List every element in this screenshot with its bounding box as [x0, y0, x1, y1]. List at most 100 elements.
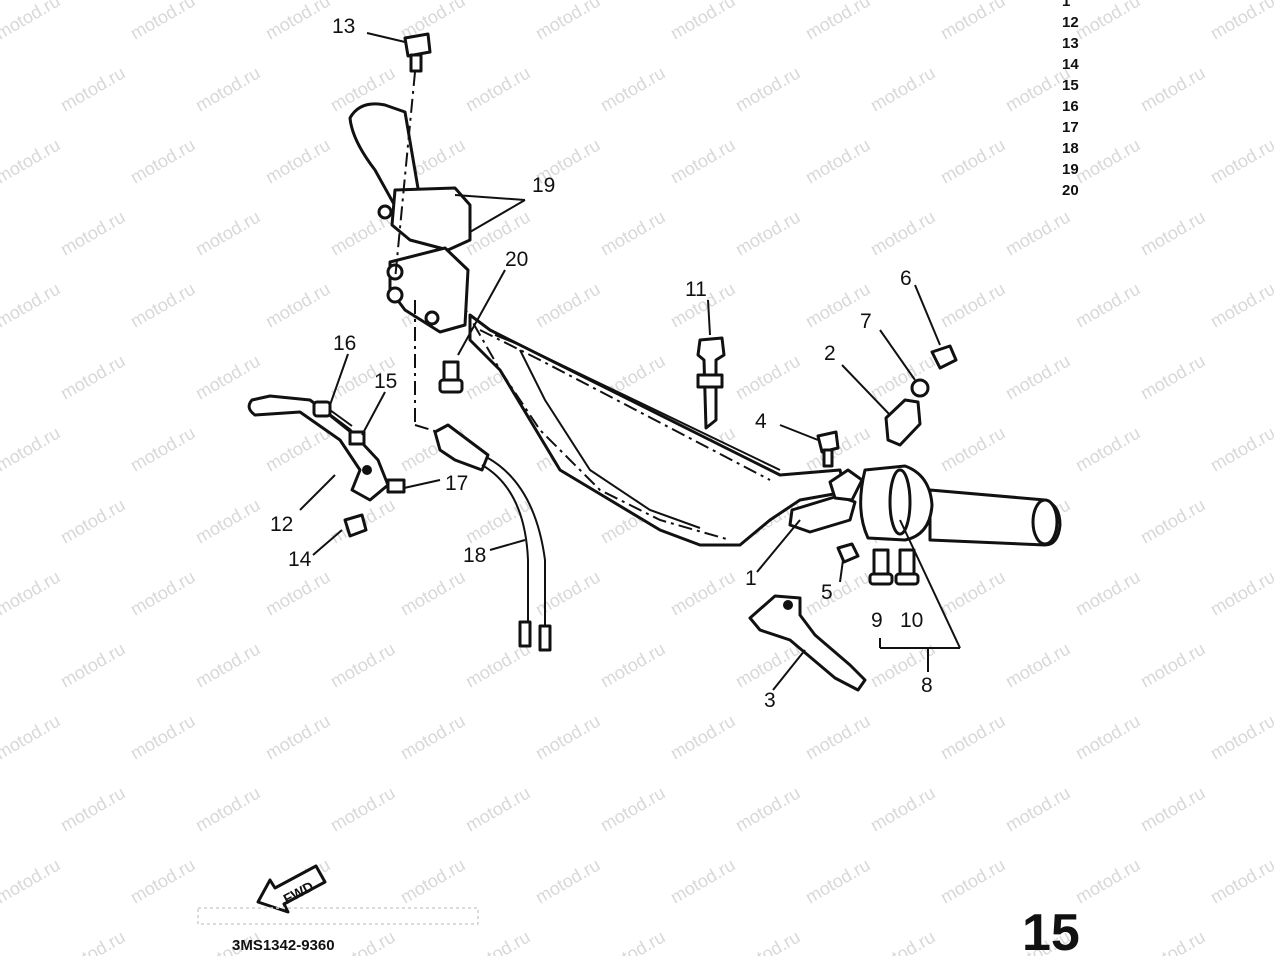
- watermark-text: motod.ru: [937, 423, 1009, 476]
- watermark-text: motod.ru: [1207, 423, 1274, 476]
- watermark-text: motod.ru: [1072, 279, 1144, 332]
- watermark-text: motod.ru: [1002, 783, 1074, 836]
- watermark-text: motod.ru: [1207, 279, 1274, 332]
- watermark-text: motod.ru: [597, 783, 669, 836]
- watermark-text: motod.ru: [327, 783, 399, 836]
- watermark-text: motod.ru: [802, 135, 874, 188]
- reference-number: 3MS1342-9360: [232, 937, 335, 954]
- watermark-text: motod.ru: [1207, 0, 1274, 43]
- side-list-item: 18: [1062, 140, 1079, 157]
- nut-15: [348, 430, 366, 446]
- callout-5: 5: [821, 581, 833, 604]
- watermark-text: motod.ru: [937, 567, 1009, 620]
- watermark-text: motod.ru: [327, 639, 399, 692]
- watermark-text: motod.ru: [1072, 423, 1144, 476]
- nut-5: [836, 542, 860, 564]
- watermark-text: motod.ru: [732, 207, 804, 260]
- callout-14: 14: [288, 548, 312, 571]
- watermark-text: motod.ru: [57, 639, 129, 692]
- watermark-text: motod.ru: [1137, 495, 1209, 548]
- watermark-text: motod.ru: [192, 351, 264, 404]
- watermark-text: motod.ru: [127, 423, 199, 476]
- watermark-text: motod.ru: [1002, 639, 1074, 692]
- watermark-text: motod.ru: [1137, 639, 1209, 692]
- holder-2: [884, 398, 922, 447]
- watermark-text: motod.ru: [732, 927, 804, 956]
- side-list-item: 17: [1062, 119, 1079, 136]
- watermark-text: motod.ru: [532, 711, 604, 764]
- watermark-text: motod.ru: [1137, 927, 1209, 956]
- side-list-item: 12: [1062, 14, 1079, 31]
- callout-20: 20: [505, 248, 528, 271]
- side-list-item: 20: [1062, 182, 1079, 199]
- side-list-item: 15: [1062, 77, 1079, 94]
- watermark-text: motod.ru: [802, 711, 874, 764]
- watermark-text: motod.ru: [937, 0, 1009, 43]
- watermark-text: motod.ru: [262, 0, 334, 43]
- watermark-text: motod.ru: [597, 207, 669, 260]
- watermark-text: motod.ru: [127, 0, 199, 43]
- watermark-text: motod.ru: [937, 135, 1009, 188]
- watermark-text: motod.ru: [667, 567, 739, 620]
- watermark-text: motod.ru: [262, 135, 334, 188]
- watermark-text: motod.ru: [532, 279, 604, 332]
- watermark-text: motod.ru: [667, 855, 739, 908]
- watermark-text: motod.ru: [262, 279, 334, 332]
- watermark-text: motod.ru: [867, 63, 939, 116]
- side-list-item: 19: [1062, 161, 1079, 178]
- watermark-text: motod.ru: [1072, 135, 1144, 188]
- page-number: 15: [1022, 904, 1080, 956]
- watermark-text: motod.ru: [1207, 711, 1274, 764]
- watermark-text: motod.ru: [1072, 567, 1144, 620]
- watermark-text: motod.ru: [867, 351, 939, 404]
- callout-7: 7: [860, 310, 872, 333]
- watermark-text: motod.ru: [0, 0, 64, 43]
- bolt-16: [312, 400, 353, 433]
- callout-4: 4: [755, 410, 767, 433]
- watermark-text: motod.ru: [667, 135, 739, 188]
- screw-17: [386, 478, 406, 494]
- side-list-item: 16: [1062, 98, 1079, 115]
- callout-16: 16: [333, 332, 356, 355]
- watermark-text: motod.ru: [532, 567, 604, 620]
- watermark-text: motod.ru: [127, 711, 199, 764]
- watermark-text: motod.ru: [867, 783, 939, 836]
- watermark-text: motod.ru: [1137, 783, 1209, 836]
- bolt-4: [816, 430, 840, 468]
- watermark-text: motod.ru: [192, 63, 264, 116]
- left-grip-switch: [348, 102, 472, 334]
- callout-9: 9: [871, 609, 883, 632]
- callout-labels: 13 19 20 11 6 7 2 4 16 15 17 12 14 18 1 …: [270, 15, 933, 712]
- watermark-text: motod.ru: [532, 0, 604, 43]
- watermark-text: motod.ru: [57, 351, 129, 404]
- watermark-text: motod.ru: [192, 207, 264, 260]
- callout-8: 8: [921, 674, 933, 697]
- watermark-text: motod.ru: [262, 423, 334, 476]
- watermark-text: motod.ru: [597, 63, 669, 116]
- watermark-text: motod.ru: [462, 927, 534, 956]
- watermark-text: motod.ru: [667, 0, 739, 43]
- bracket-1: [788, 468, 864, 534]
- watermark-text: motod.ru: [57, 207, 129, 260]
- watermark-text: motod.ru: [0, 135, 64, 188]
- watermark-text: motod.ru: [597, 927, 669, 956]
- right-grip-throttle: [859, 464, 1062, 547]
- watermark-text: motod.ru: [867, 927, 939, 956]
- watermark-text: motod.ru: [57, 63, 129, 116]
- watermark-text: motod.ru: [1072, 0, 1144, 43]
- watermark-text: motod.ru: [127, 135, 199, 188]
- scan-artifact: [197, 907, 479, 925]
- side-list-item: 13: [1062, 35, 1079, 52]
- watermark-text: motod.ru: [127, 855, 199, 908]
- watermark-text: motod.ru: [597, 639, 669, 692]
- watermark-text: motod.ru: [127, 279, 199, 332]
- watermark-text: motod.ru: [327, 927, 399, 956]
- watermark-text: motod.ru: [57, 927, 129, 956]
- callout-1: 1: [745, 567, 757, 590]
- watermark-text: motod.ru: [937, 279, 1009, 332]
- watermark-text: motod.ru: [1137, 63, 1209, 116]
- bolt-13: [394, 32, 432, 281]
- watermark-text: motod.ru: [532, 855, 604, 908]
- clutch-switch-18: [414, 300, 552, 652]
- brake-lever-3: [748, 594, 867, 692]
